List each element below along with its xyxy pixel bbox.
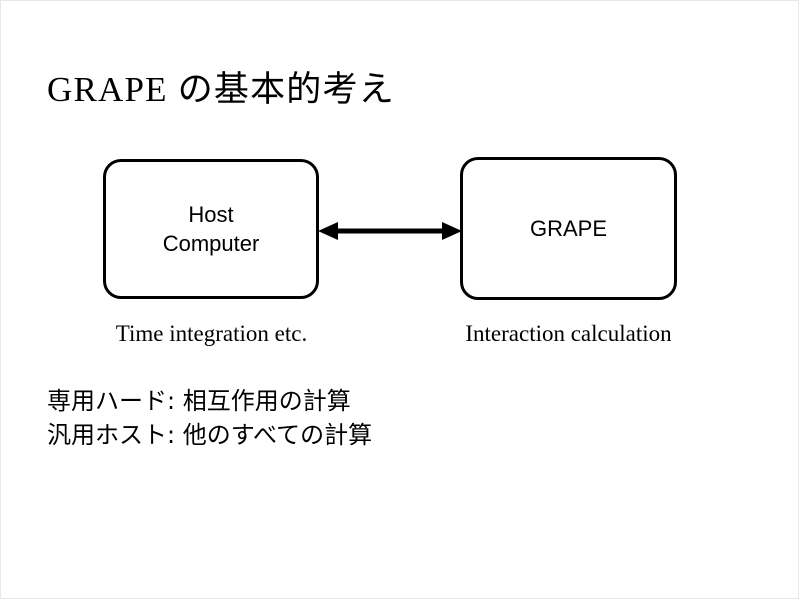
caption-host-computer: Time integration etc. [115, 321, 308, 346]
node-label-host-computer: Host Computer [162, 202, 260, 256]
bullet-list: 専用ハード: 相互作用の計算 汎用ホスト: 他のすべての計算 [47, 384, 372, 452]
diagram-node-grape[interactable]: GRAPE [460, 157, 677, 300]
node-label-grape: GRAPE [529, 216, 608, 241]
caption-grape: Interaction calculation [465, 321, 672, 346]
bullet-item-dedicated-hardware: 専用ハード: 相互作用の計算 [47, 387, 351, 415]
bidirectional-arrow-icon [318, 222, 462, 240]
page-title: GRAPE の基本的考え [47, 70, 395, 109]
bullet-item-general-host: 汎用ホスト: 他のすべての計算 [47, 421, 373, 449]
diagram-node-host-computer[interactable]: Host Computer [103, 159, 319, 299]
